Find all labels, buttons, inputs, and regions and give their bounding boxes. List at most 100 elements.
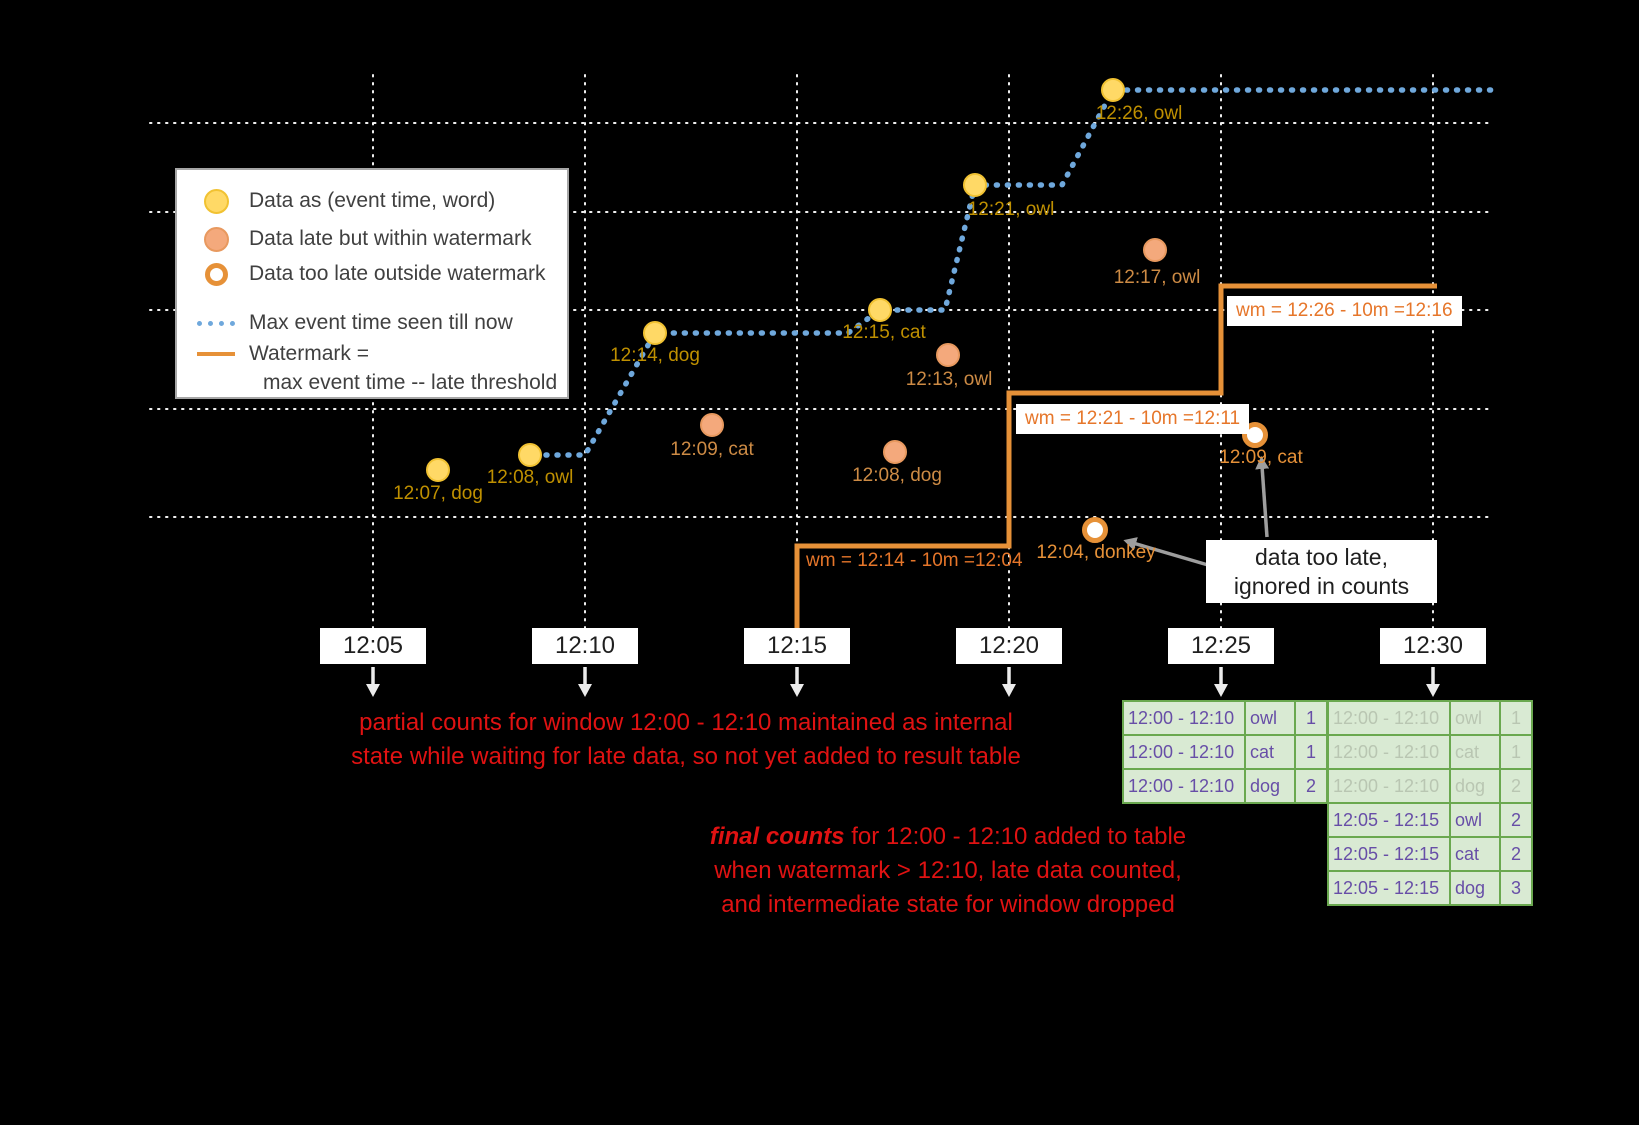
axis-tick-1210: 12:10 (532, 628, 638, 664)
event-label: 12:09, cat (670, 439, 754, 460)
too-late-note: data too late, ignored in counts (1206, 540, 1437, 603)
word-cell: owl (1449, 802, 1501, 838)
final-counts-line: and intermediate state for window droppe… (721, 891, 1175, 918)
word-cell: cat (1244, 734, 1296, 770)
event-label: 12:21, owl (967, 199, 1055, 220)
event-point-on-time (963, 173, 987, 197)
too-late-arrows (1123, 456, 1270, 567)
word-cell: owl (1449, 700, 1501, 736)
legend-item-watermark-cont: max event time -- late threshold (263, 370, 557, 396)
watermark-value-label: wm = 12:26 - 10m =12:16 (1227, 296, 1462, 326)
watermark-value-label: wm = 12:14 - 10m =12:04 (806, 550, 1023, 571)
legend-item-late: Data late but within watermark (197, 226, 531, 252)
axis-tick-1220: 12:20 (956, 628, 1062, 664)
table-row: 12:00 - 12:10 cat 1 (1122, 734, 1328, 770)
event-label: 12:09, cat (1219, 447, 1303, 468)
too-late-ring-icon (197, 262, 235, 286)
legend-item-max-event: Max event time seen till now (197, 310, 513, 336)
event-label: 12:08, dog (852, 465, 942, 486)
event-point-late (936, 343, 960, 367)
event-label: 12:14, dog (610, 345, 700, 366)
window-cell: 12:00 - 12:10 (1327, 700, 1451, 736)
count-cell: 1 (1499, 700, 1533, 736)
tick-label: 12:15 (766, 632, 828, 659)
axis-tick-1215: 12:15 (744, 628, 850, 664)
table-row-faded: 12:00 - 12:10 dog 2 (1327, 768, 1533, 804)
count-cell: 3 (1499, 870, 1533, 906)
table-row-faded: 12:00 - 12:10 owl 1 (1327, 700, 1533, 736)
watermark-value-label: wm = 12:21 - 10m =12:11 (1016, 404, 1250, 434)
window-cell: 12:05 - 12:15 (1327, 870, 1451, 906)
count-cell: 1 (1499, 734, 1533, 770)
window-cell: 12:00 - 12:10 (1122, 768, 1246, 804)
event-label: 12:26, owl (1095, 103, 1183, 124)
on-time-dot-icon (197, 188, 235, 214)
window-cell: 12:00 - 12:10 (1122, 700, 1246, 736)
final-counts-rest: for 12:00 - 12:10 added to table (844, 823, 1187, 850)
legend-label: Max event time seen till now (249, 311, 513, 334)
window-cell: 12:00 - 12:10 (1122, 734, 1246, 770)
legend-item-watermark: Watermark = (197, 341, 369, 367)
word-cell: dog (1244, 768, 1296, 804)
table-row: 12:00 - 12:10 dog 2 (1122, 768, 1328, 804)
event-label: 12:15, cat (842, 322, 926, 343)
result-table-1225: 12:00 - 12:10 owl 1 12:00 - 12:10 cat 1 … (1122, 700, 1328, 804)
max-event-time-line (532, 87, 1495, 458)
axis-arrows (366, 667, 1440, 697)
word-cell: cat (1449, 836, 1501, 872)
tick-label: 12:25 (1190, 632, 1252, 659)
tick-label: 12:10 (554, 632, 616, 659)
legend-label: Data late but within watermark (249, 227, 532, 250)
late-dot-icon (197, 226, 235, 252)
partial-counts-line: partial counts for window 12:00 - 12:10 … (359, 709, 1013, 736)
window-cell: 12:05 - 12:15 (1327, 802, 1451, 838)
legend-item-too-late: Data too late outside watermark (197, 261, 545, 287)
count-cell: 2 (1499, 802, 1533, 838)
watermark-line (794, 283, 1437, 632)
event-point-too-late (1242, 422, 1268, 448)
event-point-on-time (1101, 78, 1125, 102)
event-label: 12:08, owl (486, 467, 574, 488)
word-cell: dog (1449, 768, 1501, 804)
event-point-late (883, 440, 907, 464)
table-row-faded: 12:00 - 12:10 cat 1 (1327, 734, 1533, 770)
tick-label: 12:20 (978, 632, 1040, 659)
count-cell: 2 (1499, 768, 1533, 804)
axis-tick-1205: 12:05 (320, 628, 426, 664)
axis-tick-1225: 12:25 (1168, 628, 1274, 664)
count-cell: 2 (1294, 768, 1328, 804)
final-counts-emphasis: final counts (709, 823, 845, 850)
count-cell: 1 (1294, 700, 1328, 736)
event-label: 12:17, owl (1113, 267, 1201, 288)
tick-label: 12:05 (342, 632, 404, 659)
event-point-late (1143, 238, 1167, 262)
too-late-note-line: data too late, (1255, 544, 1388, 570)
window-cell: 12:00 - 12:10 (1327, 768, 1451, 804)
legend-label: max event time -- late threshold (263, 371, 558, 394)
table-row: 12:05 - 12:15 owl 2 (1327, 802, 1533, 838)
word-cell: cat (1449, 734, 1501, 770)
event-label: 12:07, dog (393, 483, 483, 504)
event-point-on-time (426, 458, 450, 482)
axis-tick-1230: 12:30 (1380, 628, 1486, 664)
event-label: 12:04, donkey (1036, 542, 1156, 563)
event-point-on-time (643, 321, 667, 345)
final-counts-line: final counts for 12:00 - 12:10 added to … (640, 820, 1256, 854)
watermark-line-icon (197, 352, 235, 356)
event-point-on-time (868, 298, 892, 322)
event-point-too-late (1082, 517, 1108, 543)
table-row: 12:05 - 12:15 dog 3 (1327, 870, 1533, 906)
final-counts-line: when watermark > 12:10, late data counte… (714, 857, 1182, 884)
tick-label: 12:30 (1402, 632, 1464, 659)
event-point-late (700, 413, 724, 437)
table-row: 12:05 - 12:15 cat 2 (1327, 836, 1533, 872)
legend-item-on-time: Data as (event time, word) (197, 188, 495, 214)
event-point-on-time (518, 443, 542, 467)
count-cell: 1 (1294, 734, 1328, 770)
legend: Data as (event time, word) Data late but… (175, 168, 569, 399)
legend-label: Data too late outside watermark (249, 262, 546, 285)
partial-counts-line: state while waiting for late data, so no… (351, 743, 1021, 770)
final-counts-note: final counts for 12:00 - 12:10 added to … (640, 820, 1256, 922)
legend-label: Data as (event time, word) (249, 189, 496, 212)
